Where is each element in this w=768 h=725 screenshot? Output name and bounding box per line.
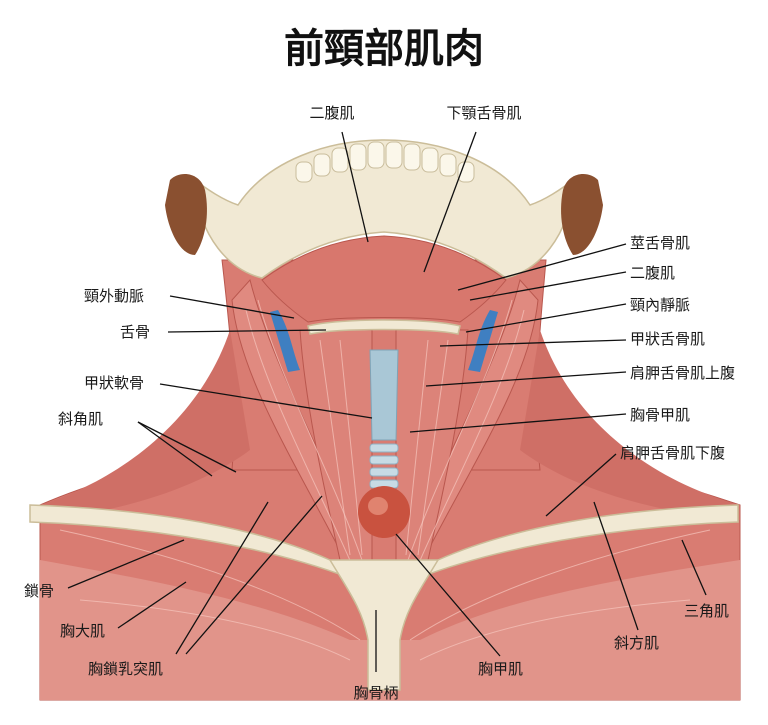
label-thyroid-cartilage: 甲狀軟骨: [84, 374, 144, 392]
strap-muscles-right: [395, 329, 469, 561]
vein-right: [468, 310, 498, 372]
page-title: 前頸部肌肉: [284, 26, 484, 72]
label-omohyoid-inferior: 肩胛舌骨肌下腹: [620, 444, 725, 462]
label-sternocleidomastoid: 胸鎖乳突肌: [88, 660, 163, 678]
label-trapezius: 斜方肌: [614, 634, 659, 652]
label-digastric-top: 二腹肌: [309, 104, 354, 122]
label-omohyoid-superior: 肩胛舌骨肌上腹: [630, 364, 735, 382]
label-internal-jugular: 頸內靜脈: [630, 296, 690, 314]
suprahyoid-muscles: [261, 235, 507, 323]
trapezius-right-shape: [520, 330, 740, 520]
neck-illustration: [29, 139, 741, 701]
label-digastric-right: 二腹肌: [630, 264, 675, 282]
label-clavicle: 鎖骨: [24, 582, 54, 600]
label-scalene: 斜角肌: [58, 410, 103, 428]
label-deltoid: 三角肌: [684, 602, 729, 620]
hyoid-bone-shape: [307, 319, 461, 335]
pectoral-region: [40, 560, 740, 700]
thyroid-gland-highlight: [368, 497, 388, 515]
label-hyoid: 舌骨: [120, 323, 150, 341]
manubrium-shape: [328, 559, 440, 691]
label-sternohyoid: 胸骨甲肌: [630, 406, 690, 424]
ear-right: [561, 174, 603, 255]
leader-lines: [67, 131, 707, 672]
label-mylohyoid: 下顎舌骨肌: [446, 104, 521, 122]
trapezius-left-shape: [40, 330, 250, 520]
labels: 二腹肌 下顎舌骨肌 莖舌骨肌 二腹肌 頸內靜脈 甲狀舌骨肌 肩胛舌骨肌上腹 胸骨…: [24, 104, 735, 702]
ear-left: [165, 174, 207, 255]
vein-left: [270, 310, 300, 372]
label-pectoralis-major: 胸大肌: [60, 622, 105, 640]
label-thyrohyoid: 甲狀舌骨肌: [630, 330, 705, 348]
label-stylohyoid: 莖舌骨肌: [630, 234, 690, 252]
label-manubrium: 胸骨柄: [353, 684, 398, 702]
muscle-fibers: [59, 299, 711, 661]
teeth: [295, 141, 475, 183]
trachea-rings: [369, 443, 399, 489]
label-external-carotid: 頸外動脈: [84, 287, 144, 305]
thyroid-cartilage-shape: [369, 349, 399, 441]
label-sternothyroid: 胸甲肌: [478, 660, 523, 678]
